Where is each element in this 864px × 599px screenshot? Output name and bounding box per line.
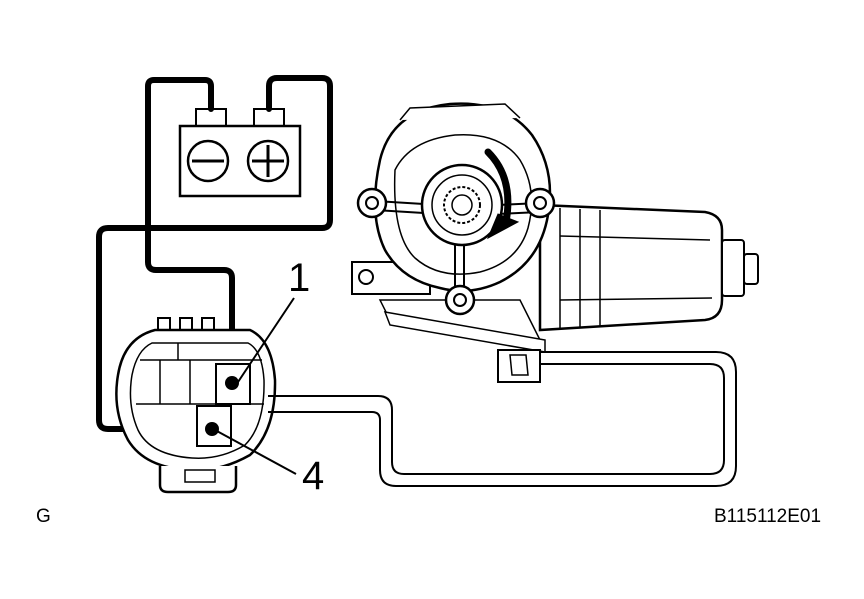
plus-icon bbox=[246, 139, 290, 183]
pin-4-label: 4 bbox=[302, 454, 325, 498]
clockwise-arrow-icon bbox=[484, 148, 520, 240]
negative-lead bbox=[145, 77, 235, 386]
figure-code: B115112E01 bbox=[714, 506, 822, 527]
pin-1-label: 1 bbox=[288, 256, 311, 300]
pin-1-leader bbox=[237, 297, 295, 383]
positive-lead bbox=[96, 75, 333, 432]
motor-assembly bbox=[351, 102, 759, 383]
battery-icon bbox=[178, 108, 302, 198]
wire-harness bbox=[268, 351, 737, 487]
test-leads bbox=[96, 75, 333, 432]
pin-4-leader bbox=[214, 429, 297, 475]
minus-icon bbox=[186, 139, 230, 183]
corner-letter: G bbox=[36, 506, 51, 527]
connector bbox=[115, 317, 277, 494]
